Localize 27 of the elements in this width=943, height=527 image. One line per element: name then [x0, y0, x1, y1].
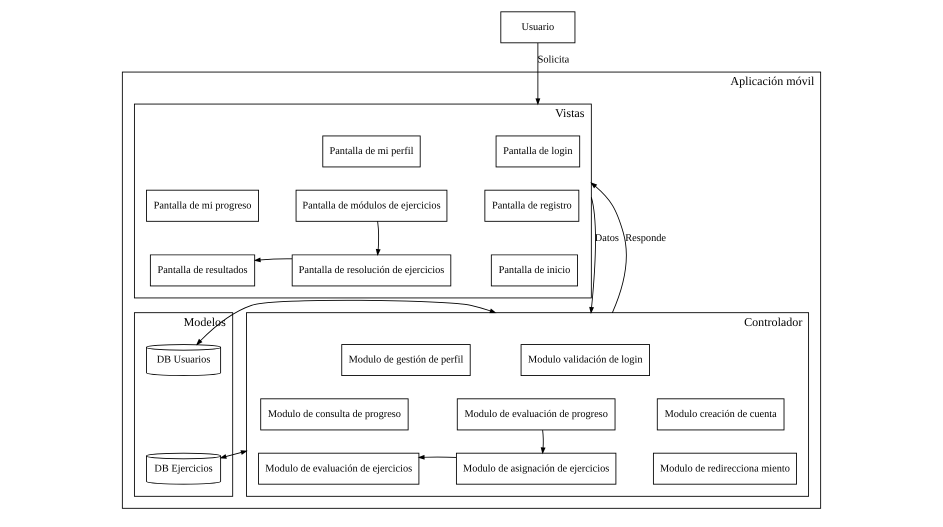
arrow — [254, 257, 293, 262]
node-box: Modulo creación de cuenta — [656, 398, 784, 430]
arrow — [540, 430, 546, 454]
edge-label: Responde — [625, 232, 666, 244]
node-box: Modulo de evaluación de progreso — [456, 398, 616, 430]
arrow — [418, 454, 457, 460]
node-box: Pantalla de registro — [484, 190, 580, 222]
node-box: Pantalla de resultados — [150, 254, 256, 286]
node-box: Pantalla de resolución de ejercicios — [292, 254, 452, 286]
node-box: Modulo de consulta de progreso — [260, 398, 409, 430]
node-box: Modulo de evaluación de ejercicios — [258, 452, 420, 485]
arrow — [220, 450, 248, 459]
node-box: Modulo de redirecciona miento — [652, 452, 797, 485]
node-box: Pantalla de inicio — [490, 254, 578, 286]
arrow — [535, 42, 540, 106]
arrow — [590, 182, 627, 314]
node-box: Pantalla de login — [496, 135, 580, 168]
arrow — [196, 300, 497, 346]
node-box: Pantalla de mi perfil — [322, 135, 421, 168]
node-box: Pantalla de módulos de ejercicios — [296, 190, 448, 222]
node-box: Modulo de asignación de ejercicios — [456, 452, 616, 485]
node-box: Modulo de gestión de perfil — [341, 344, 471, 376]
node-box: Modulo validación de login — [520, 344, 650, 376]
node-box: Pantalla de mi progreso — [146, 190, 259, 222]
arrow — [589, 196, 596, 314]
node-box: Usuario — [500, 11, 576, 44]
arrow — [376, 221, 381, 256]
